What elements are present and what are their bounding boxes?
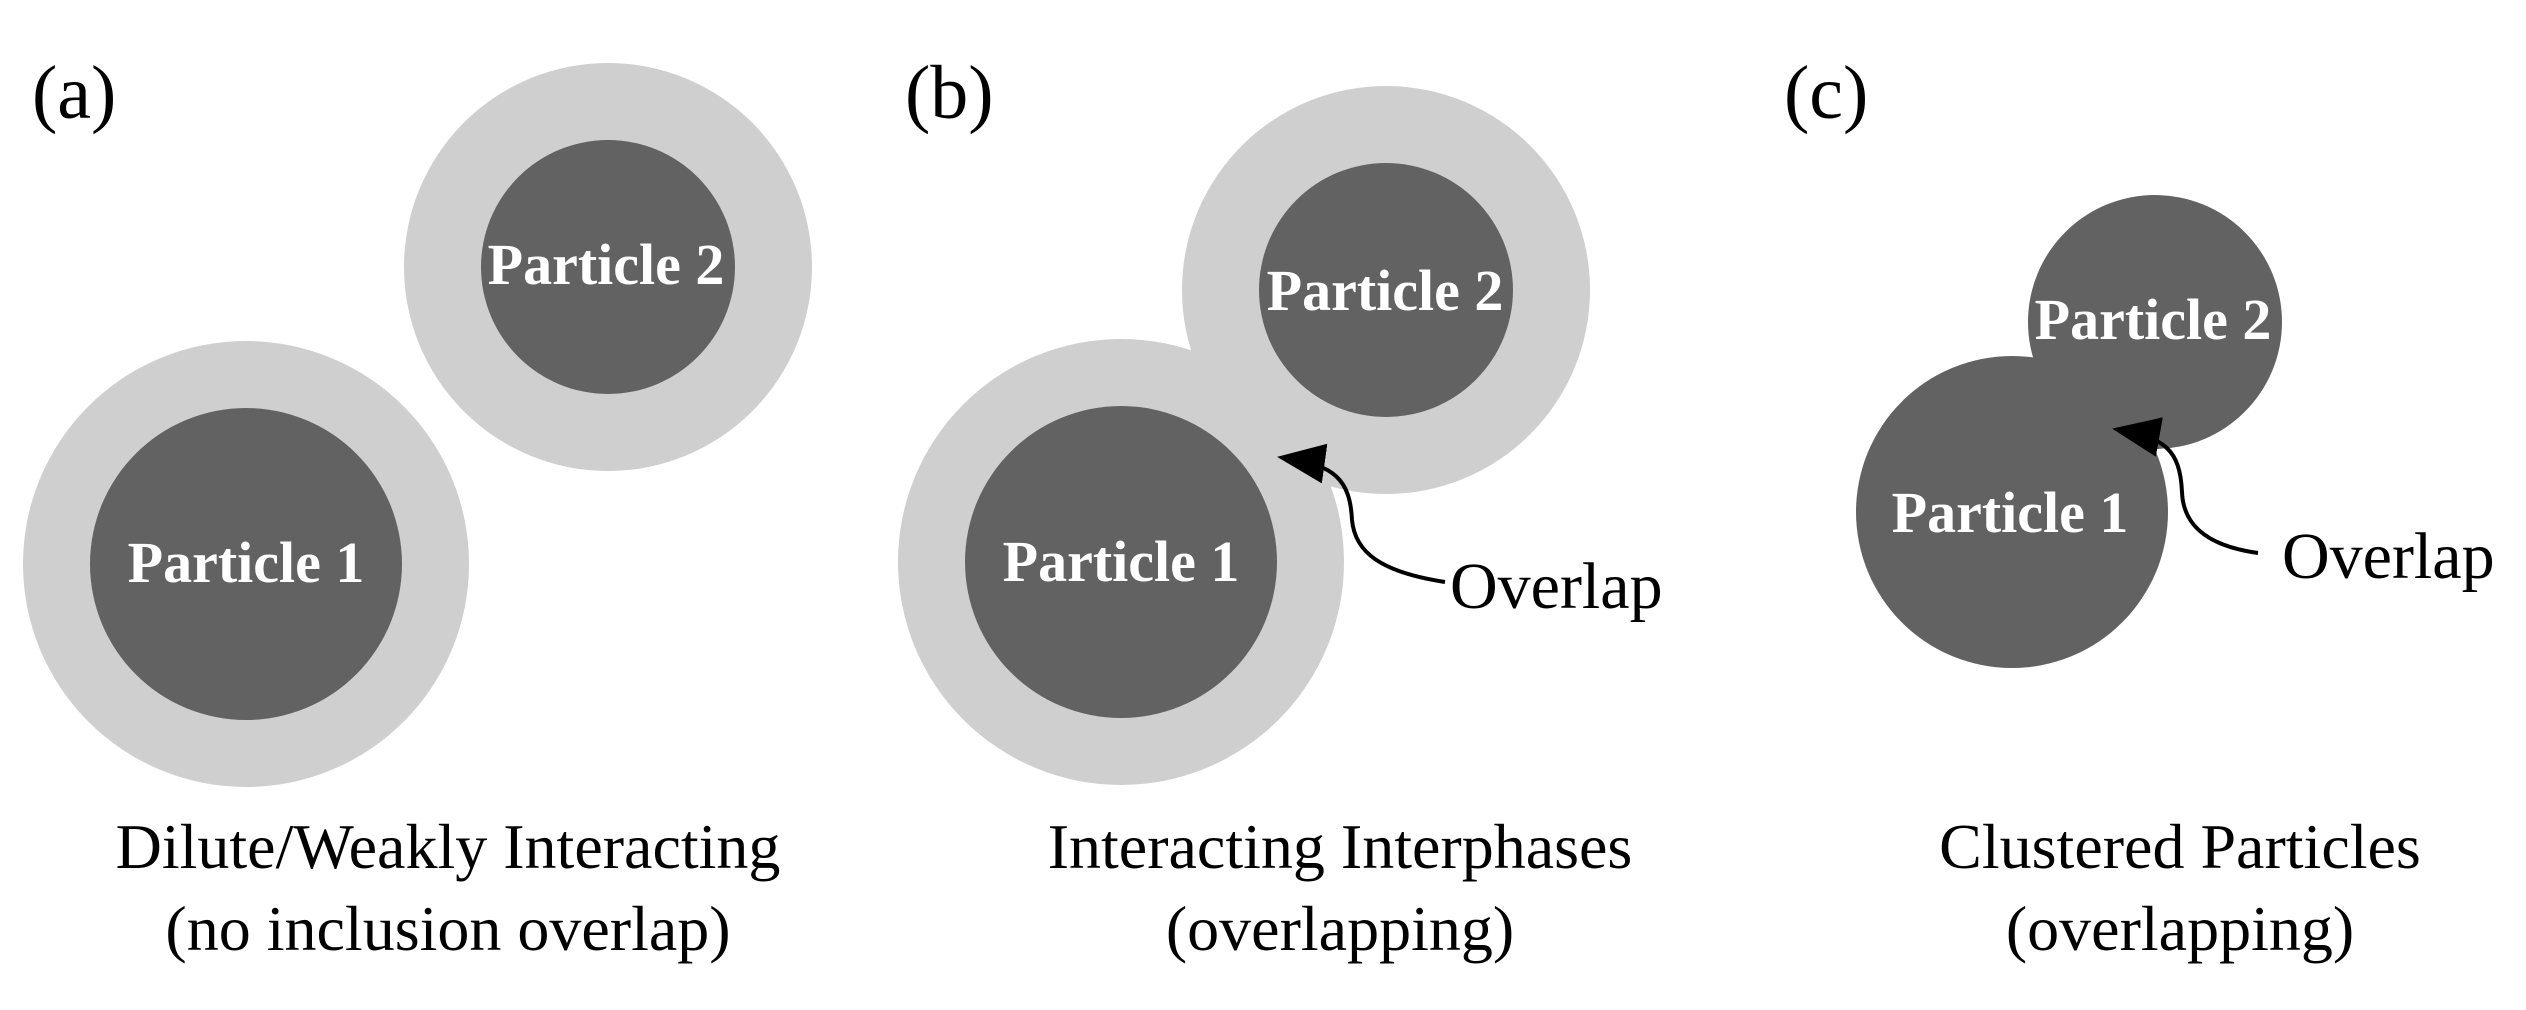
caption-line-1: Interacting Interphases (1048, 811, 1633, 882)
panel-a-letter: (a) (32, 51, 116, 135)
panel-b-letter: (b) (905, 51, 994, 135)
panel-a: (a) Particle 1 Particle 2 Dilute/Weakly … (23, 51, 812, 964)
panel-c-letter: (c) (1784, 51, 1868, 135)
particle-2-core (1259, 163, 1513, 417)
particle-2-core (481, 140, 735, 394)
caption-line-2: (no inclusion overlap) (165, 893, 730, 964)
caption-line-1: Clustered Particles (1939, 811, 2421, 882)
particle-1-label: Particle 1 (128, 530, 365, 595)
particle-2-label: Particle 2 (1267, 258, 1504, 323)
particle-1-label: Particle 1 (1892, 480, 2129, 545)
particle-2-label: Particle 2 (2035, 287, 2272, 352)
caption-line-2: (overlapping) (1166, 893, 1514, 964)
overlap-label: Overlap (2282, 520, 2495, 593)
panel-b: (b) Particle 1 Particle 2 Overlap Intera… (898, 51, 1663, 964)
overlap-label: Overlap (1450, 550, 1663, 623)
overlap-arrow (2112, 417, 2259, 555)
panel-c: (c) Particle 1 Particle 2 Overlap Cluste… (1784, 51, 2495, 964)
caption-line-2: (overlapping) (2006, 893, 2354, 964)
overlap-arrow (1277, 443, 1446, 584)
particle-2-label: Particle 2 (488, 232, 725, 297)
caption-line-1: Dilute/Weakly Interacting (116, 811, 781, 882)
particle-1-label: Particle 1 (1003, 529, 1240, 594)
particle-1-core (965, 406, 1277, 718)
particle-1-core (90, 408, 402, 720)
particle-1-core (1856, 356, 2168, 668)
